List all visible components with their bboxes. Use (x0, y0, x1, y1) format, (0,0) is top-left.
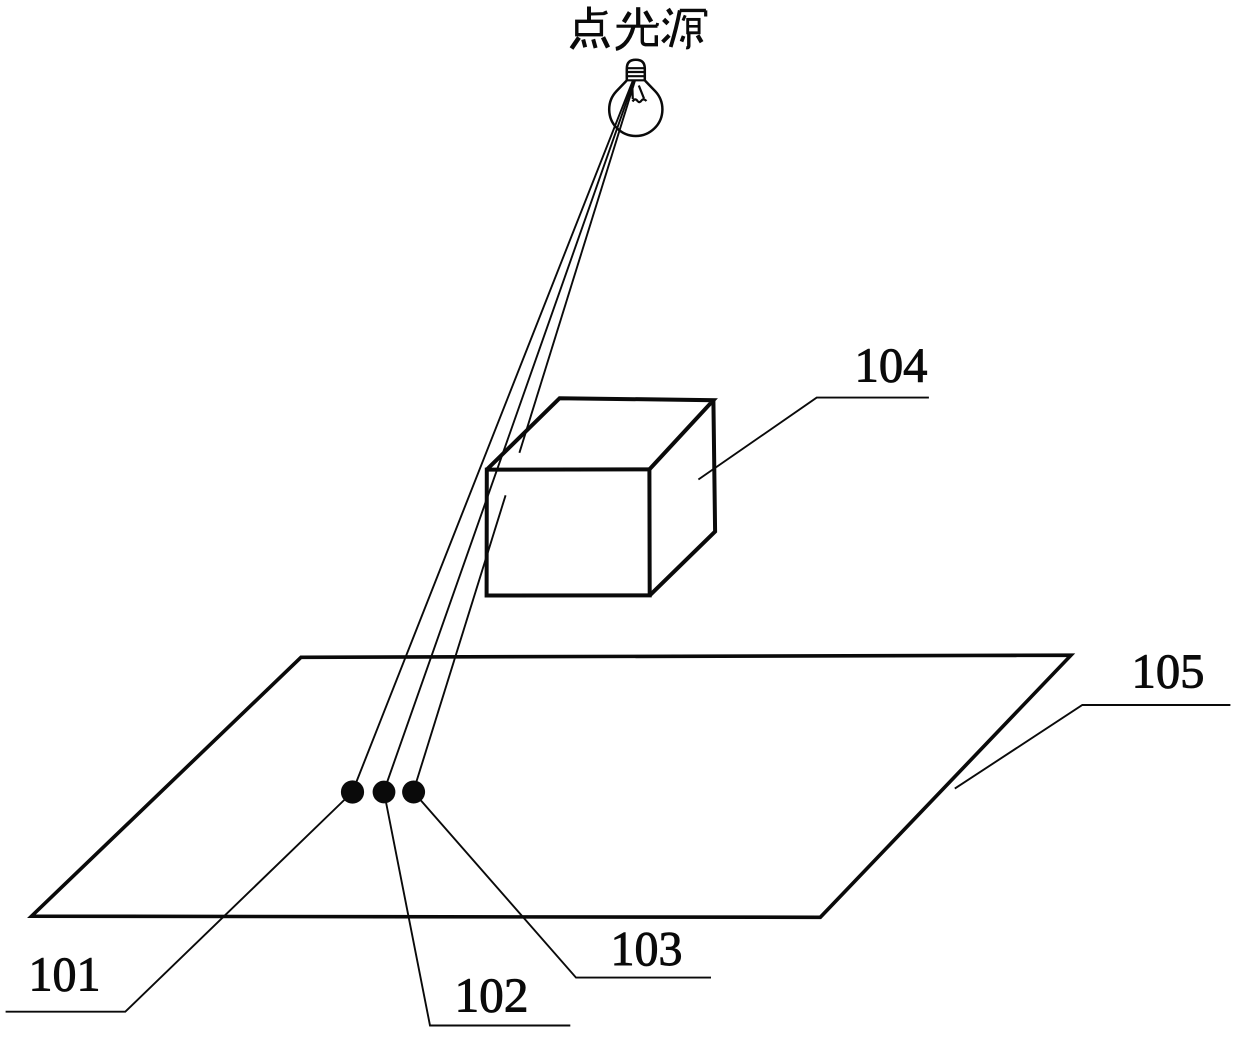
svg-text:103: 103 (611, 921, 683, 976)
svg-text:102: 102 (455, 968, 529, 1023)
svg-text:105: 105 (1132, 644, 1205, 699)
svg-text:104: 104 (855, 338, 928, 393)
svg-text:101: 101 (29, 947, 101, 1002)
